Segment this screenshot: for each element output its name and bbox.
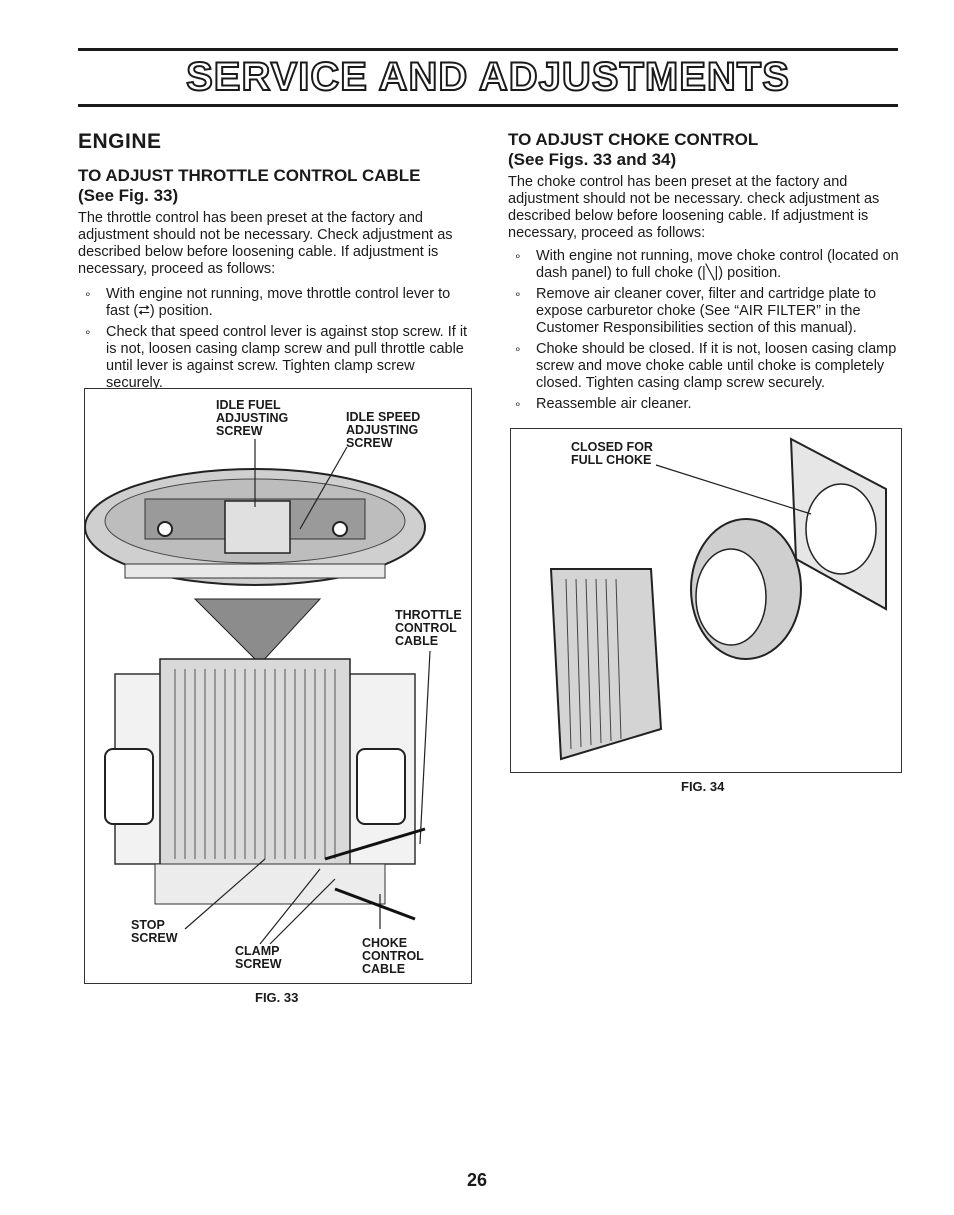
label-idle-fuel: IDLE FUEL ADJUSTING SCREW [216, 398, 289, 438]
bottom-rule [78, 104, 898, 107]
figure-34-caption: FIG. 34 [681, 779, 725, 794]
list-item: With engine not running, move choke cont… [508, 248, 900, 282]
choke-intro: The choke control has been preset at the… [508, 174, 880, 241]
list-item: Choke should be closed. If it is not, lo… [508, 341, 900, 392]
throttle-heading: TO ADJUST THROTTLE CONTROL CABLE [78, 166, 421, 185]
throttle-intro: The throttle control has been preset at … [78, 210, 453, 277]
label-stop-screw: STOP SCREW [131, 918, 178, 945]
list-item: Remove air cleaner cover, filter and car… [508, 286, 900, 337]
choke-steps: With engine not running, move choke cont… [508, 248, 900, 413]
air-cleaner-illustration [549, 437, 887, 761]
throttle-heading-ref: (See Fig. 33) [78, 186, 179, 205]
figure-34: CLOSED FOR FULL CHOKE [510, 428, 902, 773]
label-choke-cable: CHOKE CONTROL CABLE [362, 936, 424, 976]
label-idle-speed: IDLE SPEED ADJUSTING SCREW [346, 410, 421, 450]
right-column: TO ADJUST CHOKE CONTROL (See Figs. 33 an… [508, 130, 900, 417]
page-title: SERVICE AND ADJUSTMENTS [185, 54, 790, 100]
choke-heading: TO ADJUST CHOKE CONTROL [508, 130, 759, 149]
left-column: ENGINE TO ADJUST THROTTLE CONTROL CABLE … [78, 130, 468, 396]
page-number: 26 [466, 1170, 488, 1190]
list-item: Reassemble air cleaner. [508, 396, 900, 413]
figure-33-caption: FIG. 33 [255, 990, 299, 1005]
engine-illustration [85, 439, 431, 945]
label-closed-full-choke: CLOSED FOR FULL CHOKE [571, 440, 653, 467]
list-item: With engine not running, move throttle c… [78, 286, 468, 320]
choke-heading-ref: (See Figs. 33 and 34) [508, 150, 677, 169]
label-clamp-screw: CLAMP SCREW [235, 944, 282, 971]
throttle-steps: With engine not running, move throttle c… [78, 286, 468, 392]
figure-33: IDLE FUEL ADJUSTING SCREW IDLE SPEED ADJ… [84, 388, 472, 984]
section-heading: ENGINE [78, 130, 162, 153]
label-throttle-cable: THROTTLE CONTROL CABLE [395, 608, 462, 648]
top-rule [78, 48, 898, 51]
list-item: Check that speed control lever is agains… [78, 324, 468, 392]
